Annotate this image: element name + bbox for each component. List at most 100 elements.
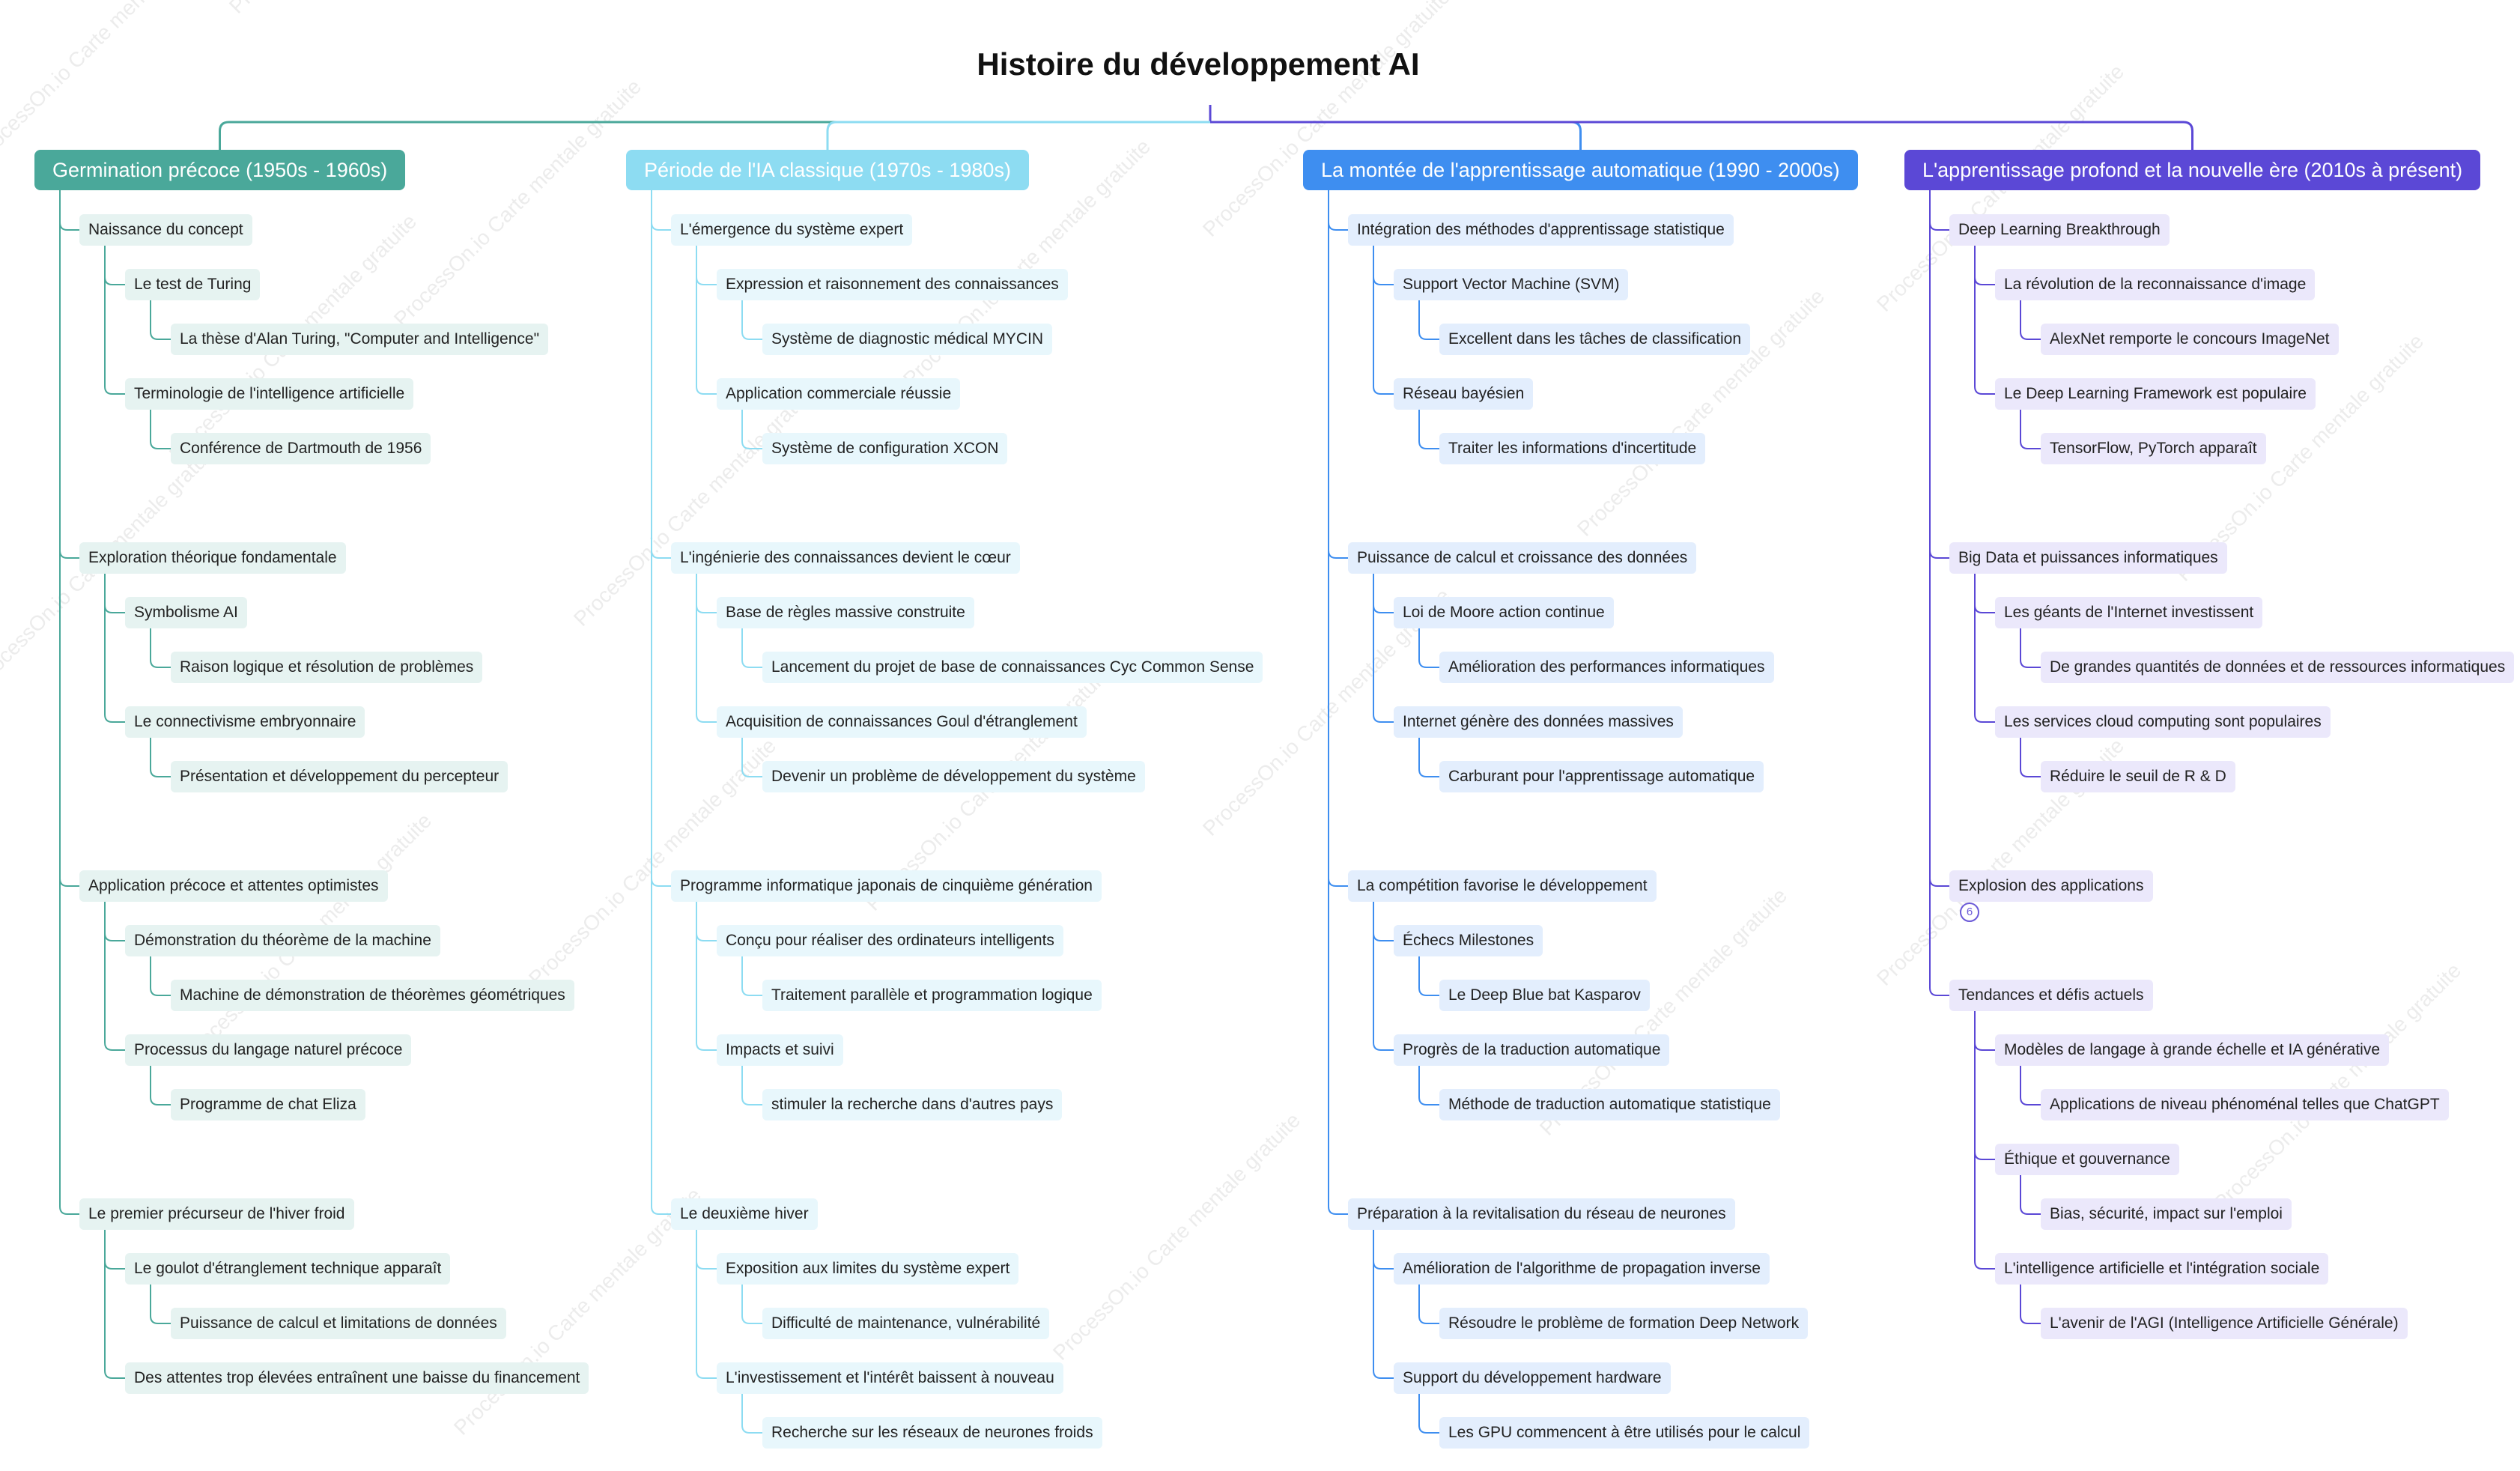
topic-connector (651, 878, 671, 887)
topic-node[interactable]: Exploration théorique fondamentale (79, 542, 346, 574)
topic-node[interactable]: Intégration des méthodes d'apprentissage… (1348, 214, 1734, 246)
subtopic-connector (696, 714, 717, 723)
detail-node[interactable]: L'avenir de l'AGI (Intelligence Artifici… (2041, 1308, 2408, 1339)
detail-node[interactable]: Lancement du projet de base de connaissa… (762, 652, 1263, 683)
subtopic-node[interactable]: Le Deep Learning Framework est populaire (1995, 378, 2316, 410)
subtopic-node[interactable]: Processus du langage naturel précoce (125, 1034, 412, 1066)
detail-node[interactable]: Réduire le seuil de R & D (2041, 761, 2235, 792)
detail-node[interactable]: Système de diagnostic médical MYCIN (762, 324, 1052, 355)
detail-node[interactable]: Puissance de calcul et limitations de do… (171, 1308, 506, 1339)
subtopic-node[interactable]: Support Vector Machine (SVM) (1394, 269, 1629, 300)
topic-node[interactable]: La compétition favorise le développement (1348, 870, 1657, 902)
detail-connector (2020, 1097, 2041, 1105)
topic-node[interactable]: Tendances et défis actuels (1949, 980, 2153, 1011)
subtopic-node[interactable]: L'intelligence artificielle et l'intégra… (1995, 1253, 2329, 1285)
branch-node[interactable]: La montée de l'apprentissage automatique… (1303, 150, 1858, 190)
detail-node[interactable]: Les GPU commencent à être utilisés pour … (1439, 1417, 1810, 1449)
detail-node[interactable]: Traitement parallèle et programmation lo… (762, 980, 1102, 1011)
detail-connector (150, 987, 171, 996)
subtopic-node[interactable]: Impacts et suivi (717, 1034, 843, 1066)
subtopic-node[interactable]: Conçu pour réaliser des ordinateurs inte… (717, 925, 1063, 956)
detail-connector (741, 659, 762, 668)
detail-node[interactable]: stimuler la recherche dans d'autres pays (762, 1089, 1063, 1120)
branch-node[interactable]: Période de l'IA classique (1970s - 1980s… (626, 150, 1029, 190)
detail-node[interactable]: Carburant pour l'apprentissage automatiq… (1439, 761, 1764, 792)
subtopic-node[interactable]: Échecs Milestones (1394, 925, 1543, 956)
subtopic-node[interactable]: Base de règles massive construite (717, 597, 974, 628)
topic-node[interactable]: Big Data et puissances informatiques (1949, 542, 2227, 574)
detail-node[interactable]: Difficulté de maintenance, vulnérabilité (762, 1308, 1050, 1339)
subtopic-node[interactable]: L'investissement et l'intérêt baissent à… (717, 1362, 1063, 1394)
subtopic-node[interactable]: Application commerciale réussie (717, 378, 961, 410)
topic-node[interactable]: Application précoce et attentes optimist… (79, 870, 388, 902)
detail-node[interactable]: Programme de chat Eliza (171, 1089, 365, 1120)
subtopic-node[interactable]: Réseau bayésien (1394, 378, 1534, 410)
detail-node[interactable]: Traiter les informations d'incertitude (1439, 433, 1706, 464)
detail-node[interactable]: TensorFlow, PyTorch apparaît (2041, 433, 2266, 464)
detail-node[interactable]: Méthode de traduction automatique statis… (1439, 1089, 1780, 1120)
subtopic-node[interactable]: Éthique et gouvernance (1995, 1144, 2179, 1175)
topic-node[interactable]: Puissance de calcul et croissance des do… (1348, 542, 1697, 574)
detail-node[interactable]: AlexNet remporte le concours ImageNet (2041, 324, 2339, 355)
subtopic-node[interactable]: Acquisition de connaissances Goul d'étra… (717, 706, 1087, 738)
topic-node[interactable]: L'émergence du système expert (671, 214, 913, 246)
subtopic-node[interactable]: Les services cloud computing sont popula… (1995, 706, 2331, 738)
detail-node[interactable]: Raison logique et résolution de problème… (171, 652, 483, 683)
subtopic-node[interactable]: Loi de Moore action continue (1394, 597, 1614, 628)
subtopic-node[interactable]: Modèles de langage à grande échelle et I… (1995, 1034, 2390, 1066)
subtopic-node[interactable]: Internet génère des données massives (1394, 706, 1683, 738)
detail-node[interactable]: La thèse d'Alan Turing, "Computer and In… (171, 324, 549, 355)
detail-node[interactable]: Excellent dans les tâches de classificat… (1439, 324, 1751, 355)
subtopic-node[interactable]: Expression et raisonnement des connaissa… (717, 269, 1068, 300)
detail-node[interactable]: Conférence de Dartmouth de 1956 (171, 433, 431, 464)
detail-node[interactable]: Présentation et développement du percept… (171, 761, 508, 792)
branch-node[interactable]: Germination précoce (1950s - 1960s) (34, 150, 406, 190)
detail-node[interactable]: Devenir un problème de développement du … (762, 761, 1145, 792)
subtopic-node[interactable]: Le test de Turing (125, 269, 261, 300)
subtopic-connector (1974, 276, 1995, 285)
detail-node[interactable]: Machine de démonstration de théorèmes gé… (171, 980, 574, 1011)
topic-node[interactable]: Programme informatique japonais de cinqu… (671, 870, 1102, 902)
map-title[interactable]: Histoire du développement AI (977, 46, 1420, 82)
subtopic-node[interactable]: La révolution de la reconnaissance d'ima… (1995, 269, 2316, 300)
subtopic-node[interactable]: Symbolisme AI (125, 597, 247, 628)
detail-node[interactable]: Le Deep Blue bat Kasparov (1439, 980, 1650, 1011)
subtopic-node[interactable]: Terminologie de l'intelligence artificie… (125, 378, 414, 410)
detail-node[interactable]: Système de configuration XCON (762, 433, 1008, 464)
subtopic-node[interactable]: Amélioration de l'algorithme de propagat… (1394, 1253, 1770, 1285)
detail-node[interactable]: Applications de niveau phénoménal telles… (2041, 1089, 2449, 1120)
detail-node[interactable]: De grandes quantités de données et de re… (2041, 652, 2515, 683)
topic-node[interactable]: Explosion des applications (1949, 870, 2153, 902)
subtopic-node[interactable]: Progrès de la traduction automatique (1394, 1034, 1670, 1066)
subtopic-connector (1373, 1042, 1394, 1051)
branch-node[interactable]: L'apprentissage profond et la nouvelle è… (1904, 150, 2481, 190)
detail-node[interactable]: Recherche sur les réseaux de neurones fr… (762, 1417, 1102, 1449)
topic-connector (59, 550, 79, 559)
subtopic-node[interactable]: Le connectivisme embryonnaire (125, 706, 365, 738)
topic-node[interactable]: Naissance du concept (79, 214, 252, 246)
topic-node[interactable]: L'ingénierie des connaissances devient l… (671, 542, 1020, 574)
topic-node[interactable]: Deep Learning Breakthrough (1949, 214, 2170, 246)
detail-node[interactable]: Amélioration des performances informatiq… (1439, 652, 1774, 683)
subtopic-node[interactable]: Le goulot d'étranglement technique appar… (125, 1253, 451, 1285)
subtopic-node[interactable]: Les géants de l'Internet investissent (1995, 597, 2263, 628)
subtopic-connector (1974, 1151, 1995, 1160)
subtopic-node[interactable]: Des attentes trop élevées entraînent une… (125, 1362, 589, 1394)
subtopic-node[interactable]: Exposition aux limites du système expert (717, 1253, 1019, 1285)
collapsed-count-badge[interactable]: 6 (1960, 903, 1979, 922)
detail-connector (741, 987, 762, 996)
branch-connector (1210, 121, 1582, 150)
topic-node[interactable]: Le premier précurseur de l'hiver froid (79, 1198, 354, 1230)
topic-connector (651, 1206, 671, 1215)
topic-node[interactable]: Préparation à la revitalisation du résea… (1348, 1198, 1735, 1230)
subtopic-node[interactable]: Support du développement hardware (1394, 1362, 1671, 1394)
topic-node[interactable]: Le deuxième hiver (671, 1198, 818, 1230)
topic-connector (651, 550, 671, 559)
topic-connector (59, 222, 79, 231)
detail-connector (2020, 768, 2041, 777)
topic-connector (1328, 1206, 1348, 1215)
subtopic-node[interactable]: Démonstration du théorème de la machine (125, 925, 440, 956)
detail-node[interactable]: Bias, sécurité, impact sur l'emploi (2041, 1198, 2292, 1230)
detail-node[interactable]: Résoudre le problème de formation Deep N… (1439, 1308, 1809, 1339)
detail-connector (150, 659, 171, 668)
